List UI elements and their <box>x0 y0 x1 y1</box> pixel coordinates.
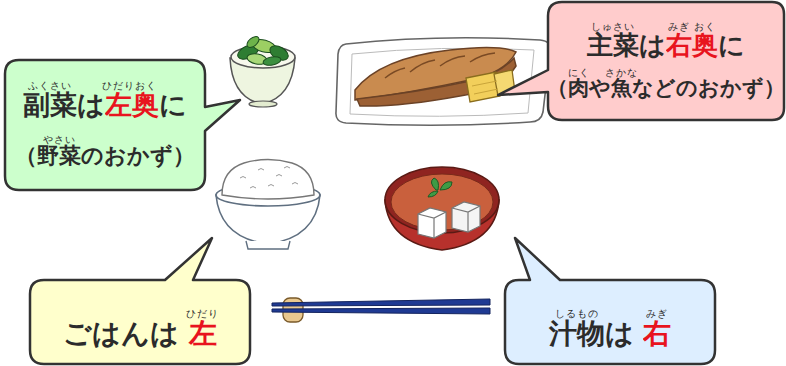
callout-text: （野菜のおかず） <box>15 145 195 167</box>
furigana: みぎ <box>646 309 668 319</box>
callout-text: ごはんは 左 <box>63 320 217 348</box>
callout-text: 主菜は右奥に <box>587 32 745 58</box>
vegetable-piece <box>245 34 261 49</box>
bubble-shape <box>30 238 250 364</box>
side-dish-bowl <box>230 34 295 107</box>
furigana: みぎ <box>668 22 690 32</box>
bowl-foot <box>246 241 290 249</box>
callout-text: 汁物は 右 <box>549 320 672 348</box>
plate <box>336 38 550 126</box>
soup-bowl <box>385 167 499 250</box>
furigana: にく <box>568 68 590 78</box>
bubble-shape <box>5 60 240 190</box>
tofu-edges <box>418 212 446 238</box>
main-dish-plate <box>336 38 550 126</box>
rice-mound <box>222 160 314 200</box>
mitsuba-leaves <box>428 178 452 197</box>
callout-bubble: 副菜は左奥に （野菜のおかず） <box>0 55 250 195</box>
rice-bowl <box>216 160 320 250</box>
tofu-cube <box>418 208 446 238</box>
furigana: ふくさい <box>28 81 72 91</box>
plate-inner-rim <box>350 48 534 116</box>
furigana: さかな <box>605 68 638 78</box>
chopsticks <box>272 298 490 322</box>
furigana: ひだり <box>102 81 135 91</box>
callout-bubble: 主菜は右奥に （肉や魚などのおかず） <box>490 0 786 125</box>
callout-bubble: ごはんは 左 <box>25 230 255 366</box>
callout-text: （肉や魚などのおかず） <box>547 78 785 99</box>
tofu-edges <box>452 206 480 232</box>
chopstick <box>272 299 490 306</box>
furigana: やさい <box>43 135 76 145</box>
chopstick <box>272 308 490 314</box>
callout-text: 副菜は左奥に <box>23 91 187 118</box>
omelette-layers <box>472 81 498 94</box>
bubble-shape <box>498 2 784 120</box>
furigana: おく <box>135 81 157 91</box>
furigana: おく <box>694 22 716 32</box>
furigana: ひだり <box>186 309 219 319</box>
bowl-foot <box>249 101 277 107</box>
fish-skin <box>357 58 516 106</box>
bubble-outline <box>490 0 786 125</box>
furigana: しゅさい <box>591 22 635 32</box>
vegetable-piece <box>262 55 281 66</box>
furigana: しるもの <box>555 309 599 319</box>
tofu-cube <box>452 202 480 232</box>
grill-marks <box>385 53 495 78</box>
bubble-outline <box>0 55 250 195</box>
callout-bubble: 汁物は 右 <box>500 230 720 366</box>
bubble-shape <box>505 238 715 364</box>
rice-grains <box>240 167 298 189</box>
